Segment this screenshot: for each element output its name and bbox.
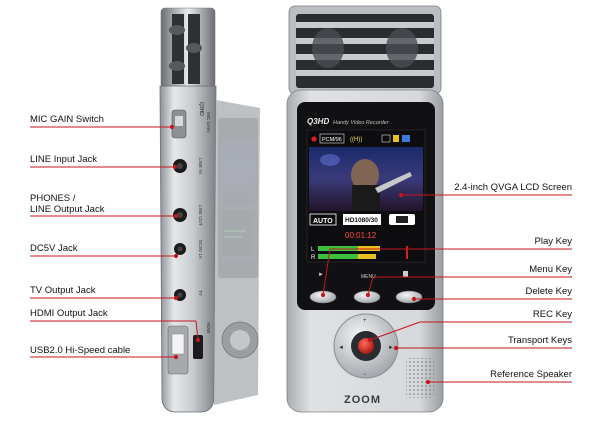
- label-phones-line-1: PHONES /: [30, 193, 76, 204]
- menu-key-text: MENU: [361, 274, 376, 280]
- up-arrow-icon: +: [363, 318, 367, 324]
- slope-icon: [381, 134, 391, 143]
- leader-lines: [30, 124, 572, 385]
- card-icon: [393, 135, 399, 142]
- side-line-in-text: LINE IN: [198, 158, 203, 174]
- label-delete-key: Delete Key: [525, 286, 572, 297]
- trash-symbol-icon: [403, 271, 408, 277]
- label-lcd-screen: 2.4-inch QVGA LCD Screen: [454, 182, 572, 193]
- label-hdmi-output-jack: HDMI Output Jack: [30, 308, 108, 319]
- auto-label: AUTO: [313, 218, 333, 225]
- side-line-out-text: LINE OUT: [198, 205, 203, 226]
- zoom-logo: ZOOM: [344, 394, 381, 406]
- front-subtitle-text: Handy Video Recorder: [333, 120, 390, 126]
- speaker-grille: [406, 358, 434, 398]
- battery-icon: [402, 135, 410, 142]
- forward-icon: ►: [388, 345, 394, 351]
- rewind-icon: ◄: [338, 345, 344, 351]
- meter-l-label: L: [311, 247, 315, 253]
- menu-key[interactable]: [353, 290, 381, 304]
- down-arrow-icon: −: [363, 372, 367, 378]
- meter-r-yellow: [358, 254, 376, 259]
- resolution-label: HD1080/30: [345, 217, 378, 224]
- front-view-device: Q3HD Handy Video Recorder PCM/96 ((H)) A…: [286, 5, 444, 413]
- label-tv-output-jack: TV Output Jack: [30, 285, 96, 296]
- delete-key[interactable]: [395, 290, 423, 304]
- label-line-input-jack: LINE Input Jack: [30, 154, 98, 165]
- side-dc-text: DC5V 1A: [198, 240, 203, 259]
- label-play-key: Play Key: [534, 236, 573, 247]
- status-pcm: PCM/96: [322, 137, 342, 143]
- timer-text: 00:01:12: [345, 231, 377, 240]
- side-view-device: Q3HD MIC GAIN LINE IN LINE OUT DC5V 1A T…: [159, 7, 260, 413]
- side-hdmi-text: HDMI: [206, 322, 211, 334]
- label-rec-key: REC Key: [532, 309, 572, 320]
- play-symbol-icon: ►: [318, 272, 324, 278]
- label-mic-gain-switch: MIC GAIN Switch: [30, 114, 104, 125]
- label-reference-speaker: Reference Speaker: [490, 369, 572, 380]
- label-dc5v-jack: DC5V Jack: [30, 243, 78, 254]
- meter-r-green: [318, 254, 358, 259]
- side-brand-text: Q3HD: [198, 102, 204, 116]
- label-usb-cable: USB2.0 Hi-Speed cable: [30, 345, 131, 356]
- status-h: ((H)): [350, 137, 362, 143]
- label-transport-keys: Transport Keys: [507, 335, 572, 346]
- side-mic-gain-text: MIC GAIN: [206, 112, 211, 133]
- front-model-text: Q3HD: [307, 117, 329, 126]
- label-phones-line-2: LINE Output Jack: [30, 204, 105, 215]
- rec-dot-icon: [311, 136, 317, 142]
- meter-r-label: R: [311, 255, 316, 261]
- label-menu-key: Menu Key: [529, 264, 572, 275]
- side-tv-text: TV: [198, 290, 203, 296]
